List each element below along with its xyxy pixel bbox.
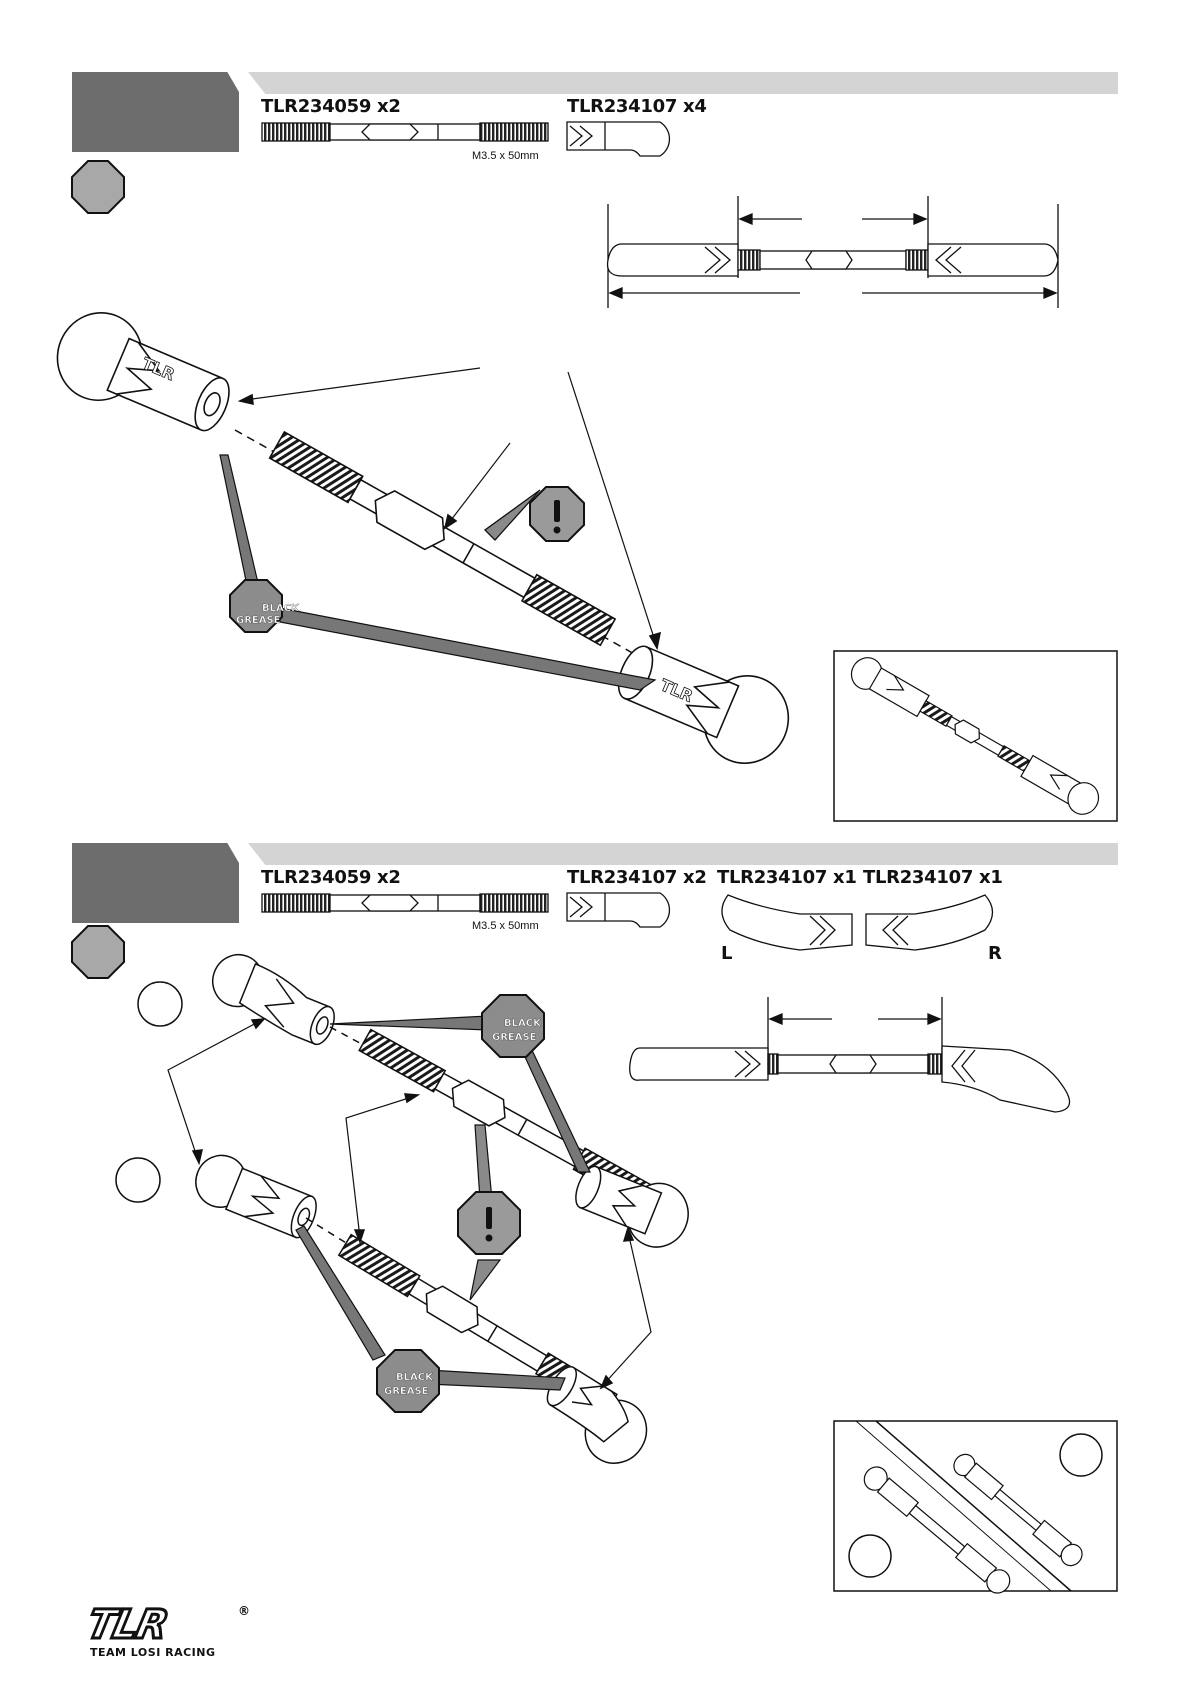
step-2-circle-marker-bottom bbox=[116, 1158, 160, 1202]
tlr-logo: TLR ® TEAM LOSI RACING bbox=[88, 1608, 258, 1658]
step-1-exploded-view: TLR TLR bbox=[44, 300, 802, 777]
step-2-result-inset bbox=[834, 1421, 1117, 1598]
step-2-rod-end-part bbox=[567, 893, 669, 927]
svg-text:GREASE: GREASE bbox=[236, 615, 281, 626]
step-1-dimension-diagram bbox=[608, 196, 1058, 308]
svg-text:BLACK: BLACK bbox=[262, 603, 300, 614]
step-2-dimension-diagram bbox=[630, 997, 1070, 1112]
tlr-logo-registered: ® bbox=[238, 1604, 250, 1618]
step-2-badge bbox=[72, 926, 124, 978]
svg-text:BLACK: BLACK bbox=[396, 1372, 434, 1383]
svg-text:BLACK: BLACK bbox=[504, 1018, 542, 1029]
step-1-result-inset bbox=[834, 651, 1117, 821]
svg-text:GREASE: GREASE bbox=[492, 1032, 537, 1043]
step-2-black-grease-icon-bottom: BLACK GREASE bbox=[296, 1226, 565, 1412]
right-angled-rod-end-part bbox=[866, 895, 993, 950]
tlr-logo-brand: TEAM LOSI RACING bbox=[90, 1646, 216, 1659]
tlr-logo-wordmark: TLR bbox=[83, 1602, 170, 1648]
step-1-turnbuckle-part bbox=[262, 123, 548, 141]
step-2-turnbuckle-part bbox=[262, 894, 548, 912]
step-1-rod-end-part bbox=[567, 122, 669, 156]
step-1-black-grease-icon: BLACK GREASE bbox=[220, 455, 655, 690]
step-1-caution-icon bbox=[485, 487, 584, 541]
step-2-circle-marker-top bbox=[138, 982, 182, 1026]
left-angled-rod-end-part bbox=[722, 895, 852, 950]
step-2-caution-icon bbox=[458, 1125, 520, 1300]
svg-text:GREASE: GREASE bbox=[384, 1386, 429, 1397]
step-1-badge bbox=[72, 161, 124, 213]
